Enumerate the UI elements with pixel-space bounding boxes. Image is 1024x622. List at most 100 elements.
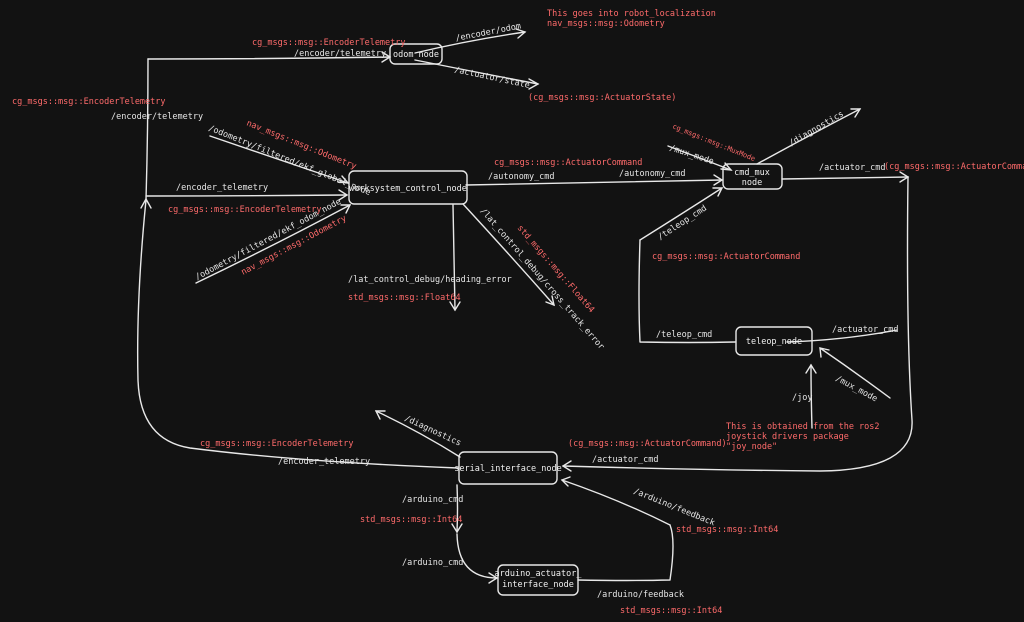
edge-heading-error: [452, 204, 456, 311]
arrow-head: [340, 204, 352, 214]
arrow-head: [850, 108, 862, 118]
msg-int64-fb-bottom: std_msgs::msg::Int64: [620, 606, 722, 616]
edge-arduino-feedback-a: [577, 524, 674, 582]
cmd-mux-node-label-1: cmd_mux: [734, 168, 770, 178]
edge-diagnostics-top: [756, 108, 861, 165]
edge-odom-global: [209, 135, 349, 184]
topic-encoder-telemetry-odom: /encoder/telemetry: [294, 49, 386, 59]
arrow-head: [712, 187, 724, 197]
arrow-head: [560, 476, 571, 487]
topic-arduino-cmd-b: /arduino_cmd: [402, 558, 463, 568]
note-joy-2: joystick drivers package: [726, 432, 849, 442]
worksystem-control-node-label: worksystem_control_node: [349, 184, 467, 194]
arduino-actuator-interface-node[interactable]: arduino_actuator_ interface_node: [495, 564, 583, 596]
odom-node[interactable]: odom node: [389, 43, 443, 65]
edge-autonomy-cmd: [465, 179, 723, 186]
edge-encoder-loop: [136, 58, 459, 469]
arrow-head: [488, 572, 499, 584]
edge-teleop-cmd-loop: [638, 239, 736, 344]
topic-heading-error: /lat_control_debug/heading_error: [348, 275, 512, 285]
arrow-head: [561, 460, 572, 472]
msg-actuator-cmd-teleop: cg_msgs::msg::ActuatorCommand: [652, 252, 800, 262]
msg-enc-tel-ctrl: cg_msgs::msg::EncoderTelemetry: [168, 205, 322, 215]
topic-teleop-cmd-left: /teleop_cmd: [656, 330, 712, 340]
topic-joy: /joy: [792, 393, 812, 403]
note-odom-2: nav_msgs::msg::Odometry: [547, 19, 665, 29]
edge-encoder-telemetry-odom: [147, 56, 391, 60]
topic-mux-mode-top: /mux_mode: [668, 143, 715, 167]
edge-teleop-cmd: [639, 187, 723, 241]
topic-labels: /encoder/odom /encoder/telemetry /actuat…: [111, 21, 899, 600]
topic-diagnostics-serial: /diagnostics: [403, 414, 463, 449]
topic-actuator-state: /actuator/state: [453, 65, 530, 91]
edge-arduino-cmd-b: [456, 533, 498, 579]
topic-actuator-cmd-serial: /actuator_cmd: [592, 455, 659, 465]
arduino-node-label-1: arduino_actuator_: [495, 569, 583, 579]
msg-actuator-cmd-out: (cg_msgs::msg::ActuatorCommand): [884, 162, 1024, 172]
serial-interface-node[interactable]: serial_interface_node: [454, 451, 562, 485]
topic-actuator-cmd-top: /actuator_cmd: [819, 163, 886, 173]
edge-cross-track-error: [462, 203, 555, 306]
msg-actuator-state: (cg_msgs::msg::ActuatorState): [528, 93, 676, 103]
edge-arduino-cmd-a: [456, 484, 459, 533]
teleop-node-label: teleop_node: [746, 337, 802, 347]
topic-autonomy-cmd-b: /autonomy_cmd: [619, 169, 686, 179]
arrow-head: [515, 28, 527, 39]
edge-actuator-cmd-out: [781, 176, 909, 180]
topic-encoder-telemetry-control: /encoder_telemetry: [176, 183, 268, 193]
topic-encoder-telemetry-serial: /encoder_telemetry: [278, 457, 370, 467]
arrow-head: [545, 295, 555, 307]
msg-int64-cmd: std_msgs::msg::Int64: [360, 515, 462, 525]
topic-arduino-feedback-a: /arduino/feedback: [632, 487, 716, 529]
arrow-head: [451, 523, 463, 534]
odom-node-label: odom node: [393, 50, 439, 60]
edge-actuator-cmd-teleop: [786, 329, 898, 343]
topic-teleop-cmd-up: /teleop_cmd: [656, 203, 709, 242]
edge-mux-mode-top: [667, 145, 732, 171]
topic-encoder-odom: /encoder/odom: [455, 21, 522, 44]
teleop-node[interactable]: teleop_node: [735, 326, 813, 356]
msg-actuator-cmd-serial: (cg_msgs::msg::ActuatorCommand): [568, 439, 727, 449]
note-joy-1: This is obtained from the ros2: [726, 422, 880, 432]
msg-enc-tel-serial: cg_msgs::msg::EncoderTelemetry: [200, 439, 354, 449]
arrow-head: [449, 301, 461, 312]
msg-heading-float: std_msgs::msg::Float64: [348, 293, 461, 303]
msg-enc-tel-left: cg_msgs::msg::EncoderTelemetry: [12, 97, 166, 107]
arduino-node-label-2: interface_node: [502, 580, 574, 590]
edge-encoder-telemetry-control: [145, 194, 348, 197]
edge-encoder-odom: [414, 31, 526, 54]
arrow-head: [713, 174, 724, 186]
edges: [136, 28, 913, 584]
edge-joy: [810, 364, 813, 429]
arrow-head: [805, 363, 817, 374]
message-type-labels: This goes into robot_localization nav_ms…: [12, 9, 1024, 616]
worksystem-control-node[interactable]: worksystem_control_node: [348, 170, 468, 205]
topic-arduino-cmd-a: /arduino_cmd: [402, 495, 463, 505]
arrow-head: [819, 347, 830, 358]
topic-arduino-feedback-b: /arduino/feedback: [597, 590, 684, 600]
arrow-head: [528, 78, 540, 90]
edge-actuator-state: [414, 59, 539, 85]
msg-actuator-cmd-auto: cg_msgs::msg::ActuatorCommand: [494, 158, 642, 168]
topic-actuator-cmd-teleop: /actuator_cmd: [832, 325, 899, 335]
cmd-mux-node[interactable]: cmd_mux node: [722, 163, 783, 190]
edge-actuator-cmd-serial: [562, 176, 913, 472]
note-joy-3: "joy_node": [726, 442, 777, 452]
topic-encoder-telemetry-left: /encoder/telemetry: [111, 112, 203, 122]
arrow-head: [140, 197, 152, 209]
edge-diagnostics-serial: [375, 410, 461, 458]
arrow-head: [337, 175, 350, 184]
msg-enc-tel-odom: cg_msgs::msg::EncoderTelemetry: [252, 38, 406, 48]
cmd-mux-node-label-2: node: [742, 178, 762, 188]
serial-interface-node-label: serial_interface_node: [454, 464, 561, 474]
arrow-head: [720, 162, 733, 171]
topic-autonomy-cmd-a: /autonomy_cmd: [488, 172, 555, 182]
edge-odom-local: [195, 204, 351, 284]
note-odom-1: This goes into robot_localization: [547, 9, 716, 19]
msg-int64-fb-top: std_msgs::msg::Int64: [676, 525, 778, 535]
arrow-head: [374, 410, 386, 420]
edge-mux-mode-teleop: [819, 347, 891, 399]
edge-arduino-feedback-b: [561, 479, 671, 526]
arrow-head: [338, 189, 349, 201]
